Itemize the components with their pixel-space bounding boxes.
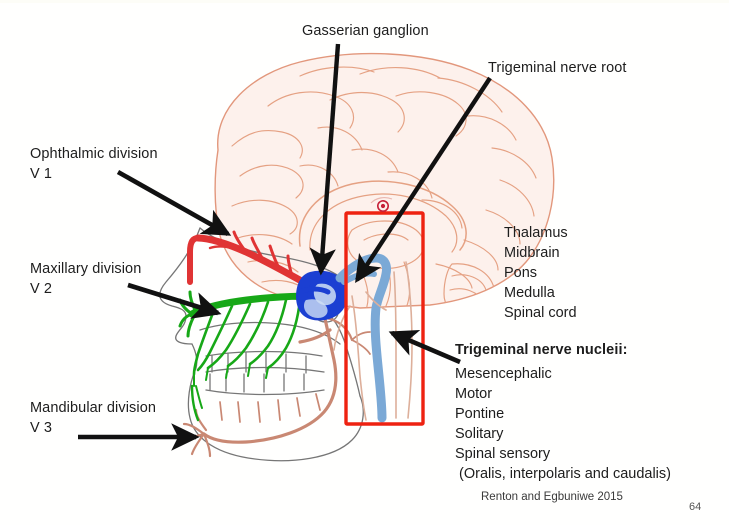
arrow-icon-maxillary: [127, 282, 222, 319]
dot-marker-icon: [370, 197, 393, 213]
label-ophthalmic-division-code: V 1: [30, 166, 53, 182]
arrow-icon-nerve-root: [355, 76, 492, 283]
list-item: Motor: [455, 386, 493, 402]
list-item: Pons: [504, 265, 538, 281]
label-maxillary-division: Maxillary division: [30, 261, 142, 277]
label-mandibular-division: Mandibular division: [30, 400, 157, 416]
list-item: Spinal sensory: [455, 446, 551, 462]
page-number: 64: [689, 501, 702, 513]
brainstem-structures-list: Thalamus Midbrain Pons Medulla Spinal co…: [504, 223, 577, 323]
arrow-icon-nuclei: [388, 330, 461, 365]
list-item: Midbrain: [504, 245, 560, 261]
ophthalmic-division-v1-nerve: [187, 230, 318, 292]
leader-arrows: [78, 43, 492, 451]
arrow-icon-gasserian: [309, 43, 341, 276]
label-mandibular-division-code: V 3: [30, 420, 53, 436]
list-item: Pontine: [455, 406, 505, 422]
label-trigeminal-nerve-root: Trigeminal nerve root: [488, 60, 627, 76]
list-item: Solitary: [455, 426, 504, 442]
gasserian-ganglion-shape: [296, 270, 348, 321]
heading-trigeminal-nerve-nuclei: Trigeminal nerve nucleii:: [455, 342, 628, 358]
source-citation: Renton and Egbuniwe 2015: [481, 491, 623, 503]
label-ophthalmic-division: Ophthalmic division: [30, 146, 158, 162]
arrow-icon-ophthalmic: [116, 169, 232, 237]
list-item: Thalamus: [504, 225, 568, 241]
brain-sagittal: [214, 52, 555, 309]
list-item: (Oralis, interpolaris and caudalis): [455, 466, 671, 482]
trigeminal-nuclei-list: Mesencephalic Motor Pontine Solitary Spi…: [455, 364, 671, 484]
highlight-rectangle-icon: [344, 211, 425, 426]
list-item: Mesencephalic: [455, 366, 552, 382]
label-maxillary-division-code: V 2: [30, 281, 53, 297]
list-item: Spinal cord: [504, 305, 577, 321]
list-item: Medulla: [504, 285, 555, 301]
slide-top-edge: [0, 0, 729, 3]
label-gasserian-ganglion: Gasserian ganglion: [302, 23, 429, 39]
